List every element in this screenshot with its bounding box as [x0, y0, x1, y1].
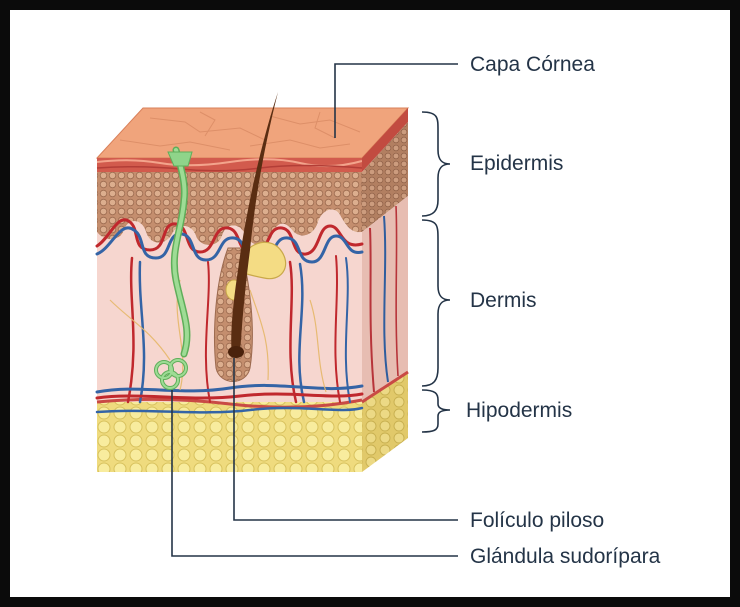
- label-foliculo-piloso: Folículo piloso: [470, 510, 604, 531]
- stratum-corneum-top: [97, 108, 408, 158]
- label-capa-cornea: Capa Córnea: [470, 54, 595, 75]
- brace-hipodermis: [422, 390, 450, 432]
- label-hipodermis: Hipodermis: [466, 400, 572, 421]
- label-glandula-sudoripara: Glándula sudorípara: [470, 546, 660, 567]
- label-dermis: Dermis: [470, 290, 537, 311]
- skin-block: [97, 92, 408, 472]
- brace-epidermis: [422, 112, 450, 216]
- brace-dermis: [422, 220, 450, 386]
- label-epidermis: Epidermis: [470, 153, 563, 174]
